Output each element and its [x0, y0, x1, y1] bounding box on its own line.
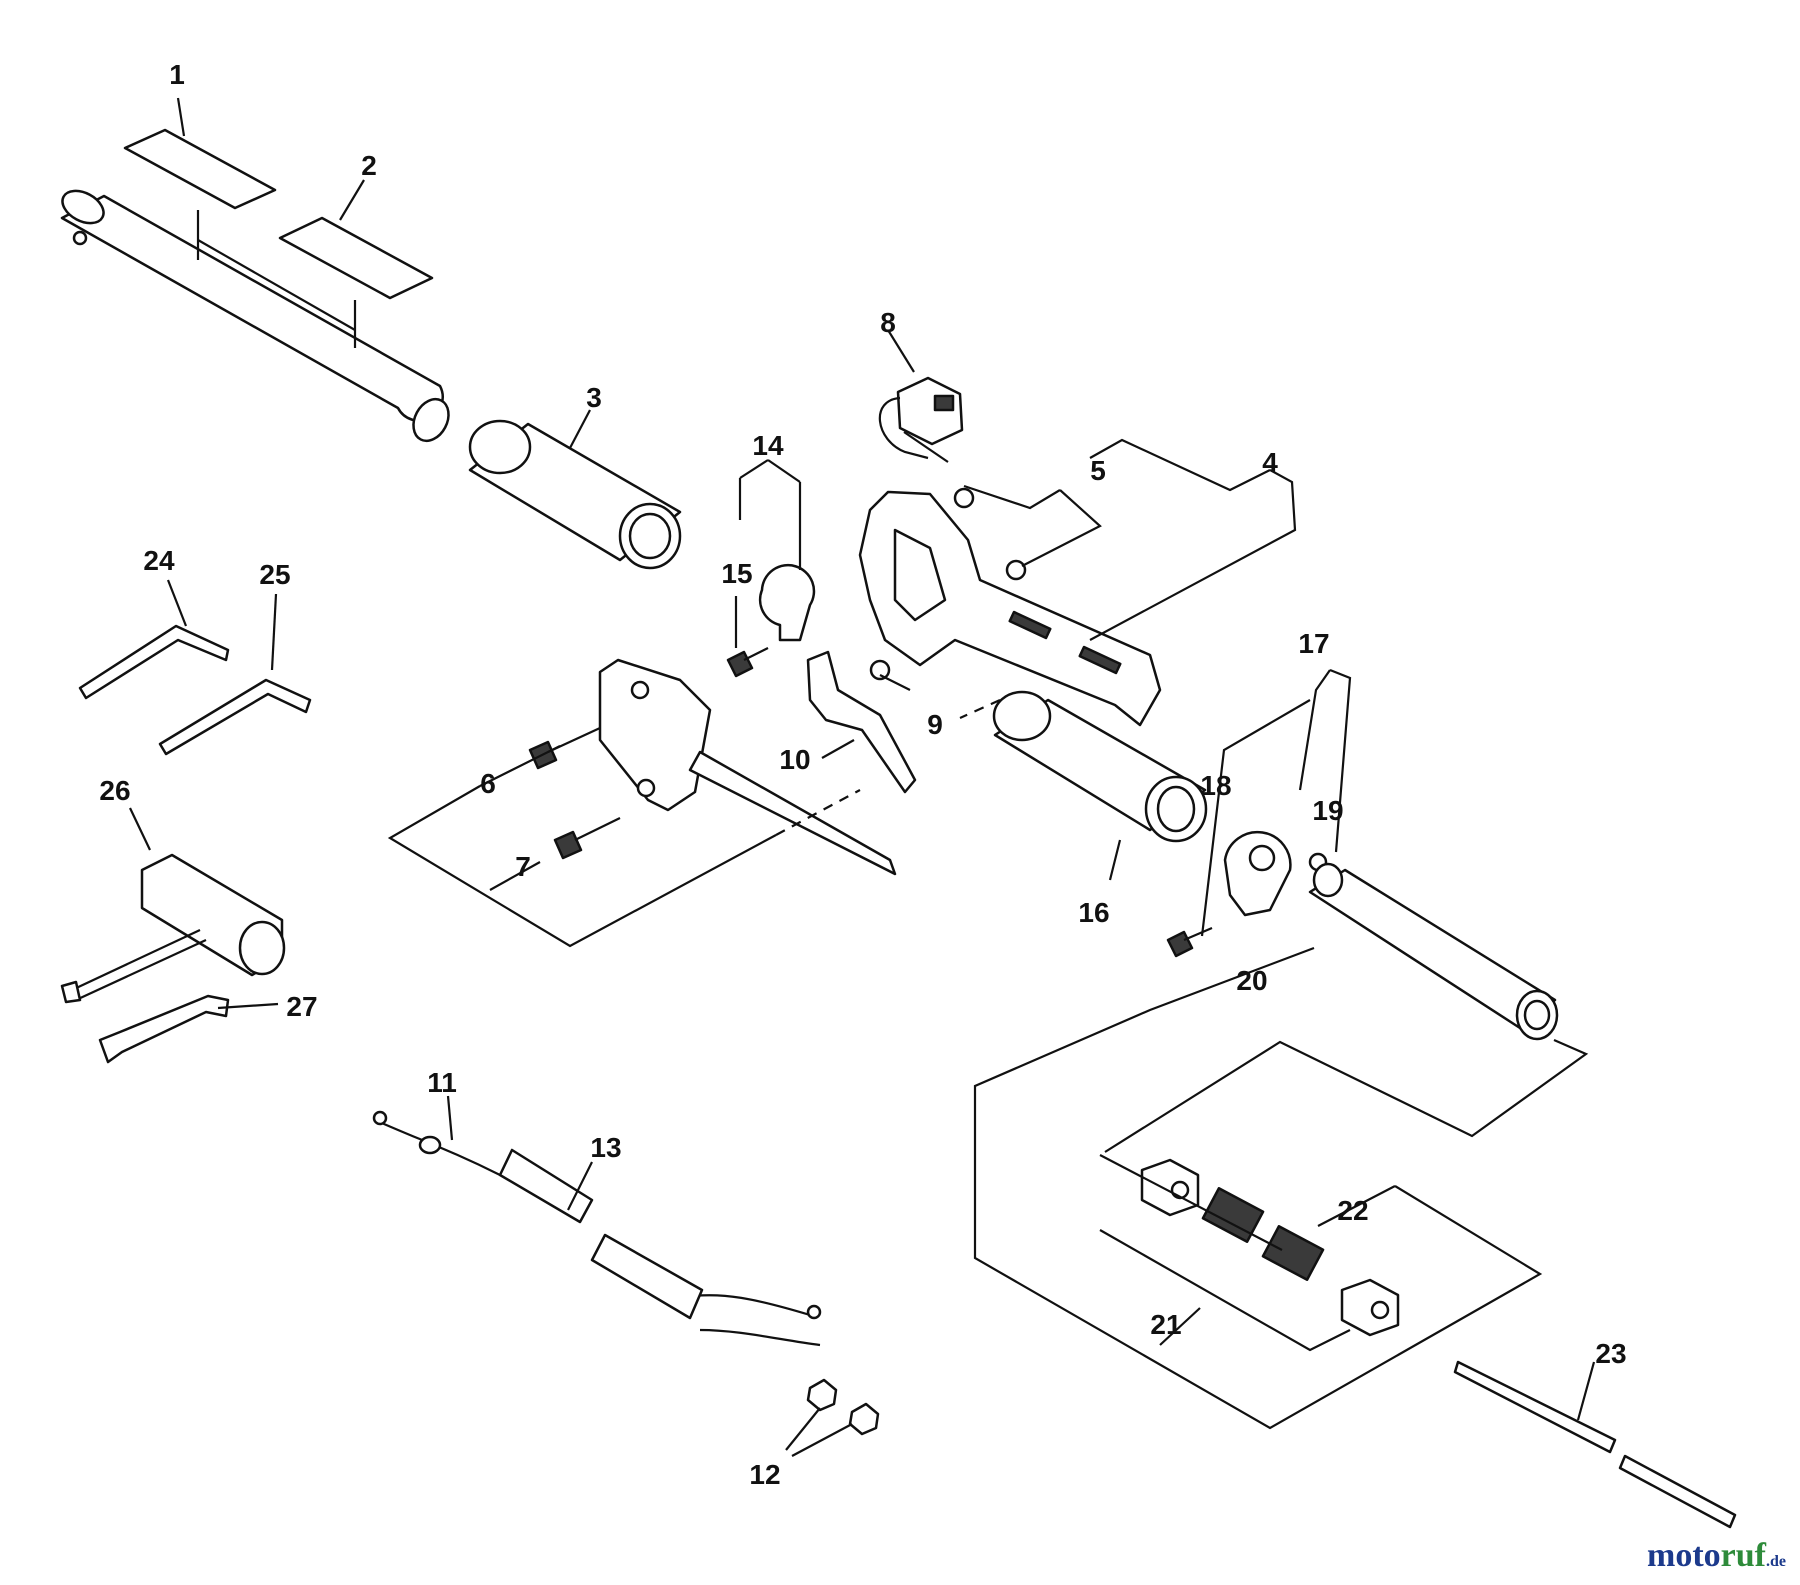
coupling-21b — [1340, 1278, 1400, 1337]
drill-bit-23a — [1453, 1360, 1617, 1454]
callout-27: 27 — [286, 991, 317, 1022]
callout-15: 15 — [721, 558, 752, 589]
callout-11: 11 — [427, 1067, 457, 1098]
bolt-15 — [726, 647, 769, 678]
callout-16: 16 — [1078, 897, 1109, 928]
cable-sleeve-13a — [498, 1148, 594, 1224]
throttle-rod — [688, 750, 897, 876]
grip-sleeve-3 — [468, 419, 682, 570]
clamp-17 — [1223, 830, 1292, 917]
callout-26: 26 — [99, 775, 130, 806]
callout-19: 19 — [1312, 795, 1343, 826]
callout-1: 1 — [169, 59, 185, 90]
decal-label-2 — [278, 216, 434, 300]
callout-2: 2 — [361, 150, 377, 181]
bolt-7 — [553, 817, 621, 860]
callout-17: 17 — [1298, 628, 1329, 659]
nut-12a — [806, 1378, 838, 1412]
hex-key-24 — [78, 624, 230, 700]
nut-12b — [848, 1402, 880, 1436]
watermark-part-2: ruf — [1720, 1537, 1766, 1574]
shaft-tube — [60, 189, 450, 443]
decal-label-1 — [123, 128, 277, 210]
callout-25: 25 — [259, 559, 290, 590]
handle-housing-4 — [858, 490, 1162, 727]
nut-9 — [869, 659, 891, 681]
coupling-22a — [1201, 1187, 1265, 1243]
watermark-part-3: .de — [1766, 1553, 1786, 1570]
bolt-18 — [1166, 926, 1213, 958]
throttle-lever-10 — [806, 650, 917, 794]
callout-23: 23 — [1595, 1338, 1626, 1369]
callout-21: 21 — [1150, 1309, 1181, 1340]
callout-20: 20 — [1236, 965, 1267, 996]
switch-8 — [878, 376, 964, 463]
nut-5b — [1005, 559, 1027, 581]
callout-9: 9 — [927, 709, 943, 740]
callout-24: 24 — [143, 545, 175, 576]
callout-4: 4 — [1262, 447, 1278, 478]
drill-bit-23b — [1618, 1454, 1737, 1529]
grip-sleeve-16 — [992, 690, 1208, 843]
tube-20 — [1308, 862, 1559, 1041]
socket-wrench-26 — [60, 853, 286, 1004]
callout-13: 13 — [590, 1132, 621, 1163]
callout-14: 14 — [752, 430, 784, 461]
callout-6: 6 — [480, 768, 496, 799]
callout-12: 12 — [749, 1459, 780, 1490]
callout-3: 3 — [586, 382, 602, 413]
watermark-logo: motoruf.de — [1647, 1537, 1786, 1575]
coupling-21a — [1140, 1158, 1200, 1217]
throttle-plate — [598, 658, 712, 812]
callout-18: 18 — [1200, 770, 1231, 801]
callout-labels: 1 2 3 4 5 6 7 8 9 10 11 12 13 14 15 16 1… — [99, 59, 1626, 1490]
clamp-14 — [758, 563, 816, 642]
callout-22: 22 — [1337, 1195, 1368, 1226]
hex-key-25 — [158, 678, 312, 756]
cable-sleeve-13b — [590, 1233, 704, 1320]
nut-5a — [953, 487, 975, 509]
callout-8: 8 — [880, 307, 896, 338]
callout-5: 5 — [1090, 455, 1106, 486]
bolt-6 — [528, 727, 601, 770]
throttle-cable-11 — [372, 1110, 822, 1347]
callout-7: 7 — [515, 851, 531, 882]
spanner-27 — [98, 994, 230, 1064]
coupling-22b — [1261, 1225, 1325, 1281]
watermark-part-1: moto — [1647, 1537, 1721, 1574]
leader-lines — [129, 97, 1596, 1457]
callout-10: 10 — [779, 744, 810, 775]
